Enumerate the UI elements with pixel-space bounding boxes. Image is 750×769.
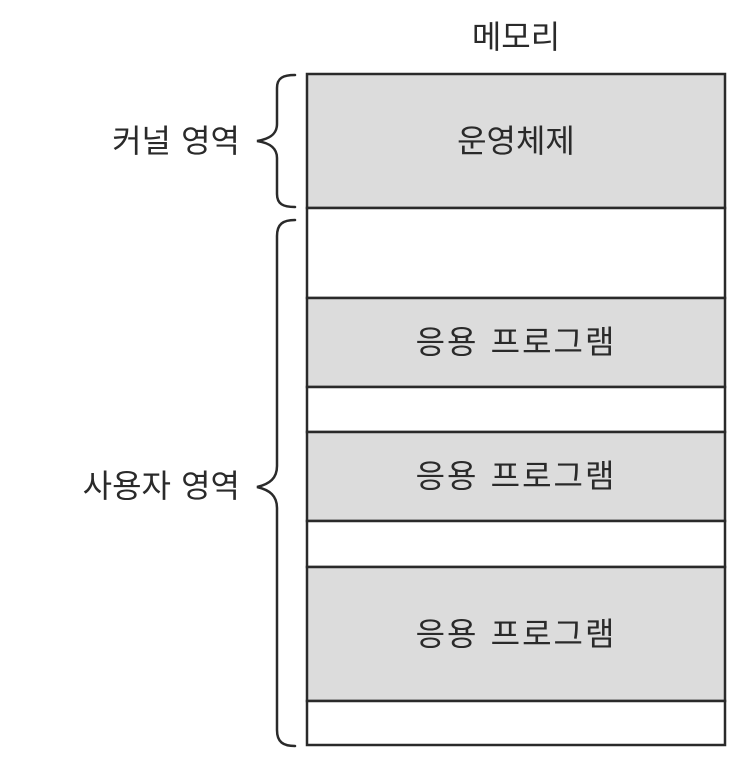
memory-block-label-app-2: 응용 프로그램: [416, 457, 617, 495]
user-region-label: 사용자 영역: [83, 467, 240, 505]
memory-block-os: [305, 72, 727, 210]
memory-block-label-app-3: 응용 프로그램: [416, 615, 617, 653]
kernel-region-label: 커널 영역: [112, 122, 240, 160]
memory-block-label-os: 운영체제: [457, 122, 575, 160]
memory-block-free-4: [305, 699, 727, 747]
memory-title: 메모리: [472, 18, 560, 56]
memory-block-free-2: [305, 385, 727, 434]
memory-column: [305, 72, 727, 747]
memory-block-free-3: [305, 519, 727, 569]
user-region-brace: [256, 218, 297, 748]
memory-block-app-1: [305, 296, 727, 389]
memory-block-label-app-1: 응용 프로그램: [416, 323, 617, 361]
memory-block-free-1: [305, 206, 727, 300]
kernel-region-brace: [256, 73, 297, 209]
